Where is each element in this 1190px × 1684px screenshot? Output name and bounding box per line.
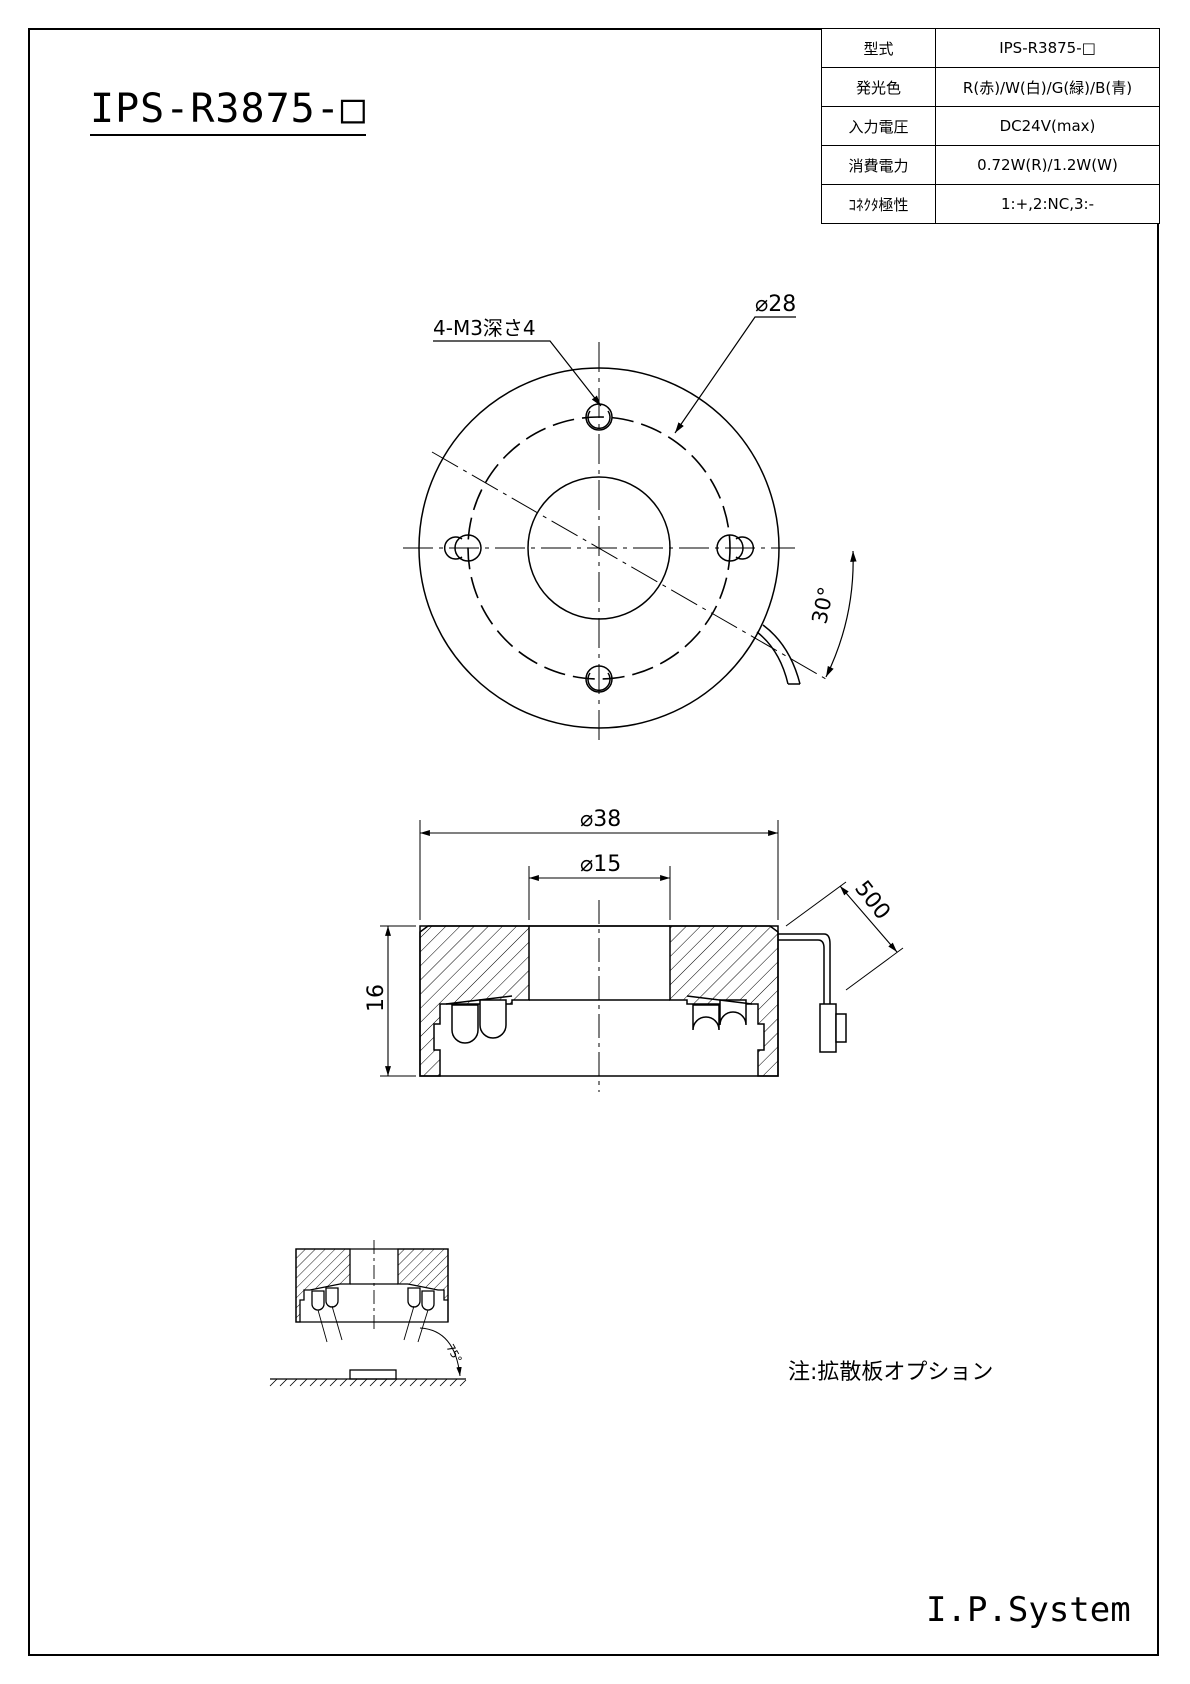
spec-key: 消費電力 xyxy=(821,145,936,185)
cable-angle-line xyxy=(431,451,827,680)
cable xyxy=(756,624,801,685)
spec-key: 型式 xyxy=(821,28,936,68)
spec-value: R(赤)/W(白)/G(緑)/B(青) xyxy=(935,67,1160,107)
led-angle-label: 75° xyxy=(443,1342,464,1365)
small-angle-arc xyxy=(419,1327,462,1377)
small-left-wall xyxy=(295,1248,351,1323)
tapped-hole xyxy=(443,534,482,562)
drawing-title: IPS-R3875-□ xyxy=(90,86,366,136)
section-view xyxy=(380,820,904,1092)
pcd-leader xyxy=(674,316,796,434)
led-left xyxy=(445,995,513,1044)
spec-row: 型式 IPS-R3875-□ xyxy=(821,28,1160,68)
spec-table: 型式 IPS-R3875-□ 発光色 R(赤)/W(白)/G(緑)/B(青) 入… xyxy=(821,28,1160,224)
cable-angle-label: 30° xyxy=(807,585,838,626)
tapped-holes-label: 4-M3深さ4 xyxy=(433,316,536,340)
small-outline xyxy=(295,1248,449,1323)
height-label: 16 xyxy=(364,984,389,1012)
work-surface-hatch xyxy=(269,1378,467,1387)
small-led-left xyxy=(311,1287,339,1311)
spec-value: 1:+,2:NC,3:- xyxy=(935,184,1160,224)
spec-key: ｺﾈｸﾀ極性 xyxy=(821,184,936,224)
cable-length-label: 500 xyxy=(849,876,895,924)
small-led-right xyxy=(407,1287,435,1311)
spec-row: ｺﾈｸﾀ極性 1:+,2:NC,3:- xyxy=(821,184,1160,224)
inner-diameter-label: ⌀15 xyxy=(580,852,621,877)
usage-view xyxy=(269,1240,467,1387)
cable-ext-a xyxy=(785,881,847,927)
company-name: I.P.System xyxy=(926,1590,1131,1630)
tapped-hole xyxy=(585,665,613,693)
hole-leader xyxy=(433,340,602,407)
spec-row: 入力電圧 DC24V(max) xyxy=(821,106,1160,146)
tapped-hole xyxy=(716,534,755,562)
drawing-border xyxy=(28,28,1159,1656)
diffuser-note: 注:拡散板オプション xyxy=(788,1360,994,1385)
angle-arc xyxy=(825,550,857,678)
led-right xyxy=(686,995,753,1031)
work-target xyxy=(349,1369,397,1380)
pcd-label: ⌀28 xyxy=(755,292,796,317)
outer-diameter-label: ⌀38 xyxy=(580,807,621,832)
light-rays xyxy=(317,1305,429,1343)
top-view xyxy=(403,316,857,740)
cable-ext-b xyxy=(845,947,904,991)
small-right-wall xyxy=(397,1248,449,1322)
cable-connector xyxy=(778,933,847,1053)
spec-value: DC24V(max) xyxy=(935,106,1160,146)
cable-dimension-line xyxy=(839,885,898,953)
spec-row: 発光色 R(赤)/W(白)/G(緑)/B(青) xyxy=(821,67,1160,107)
spec-key: 発光色 xyxy=(821,67,936,107)
spec-value: IPS-R3875-□ xyxy=(935,28,1160,68)
section-outline xyxy=(419,925,779,1077)
